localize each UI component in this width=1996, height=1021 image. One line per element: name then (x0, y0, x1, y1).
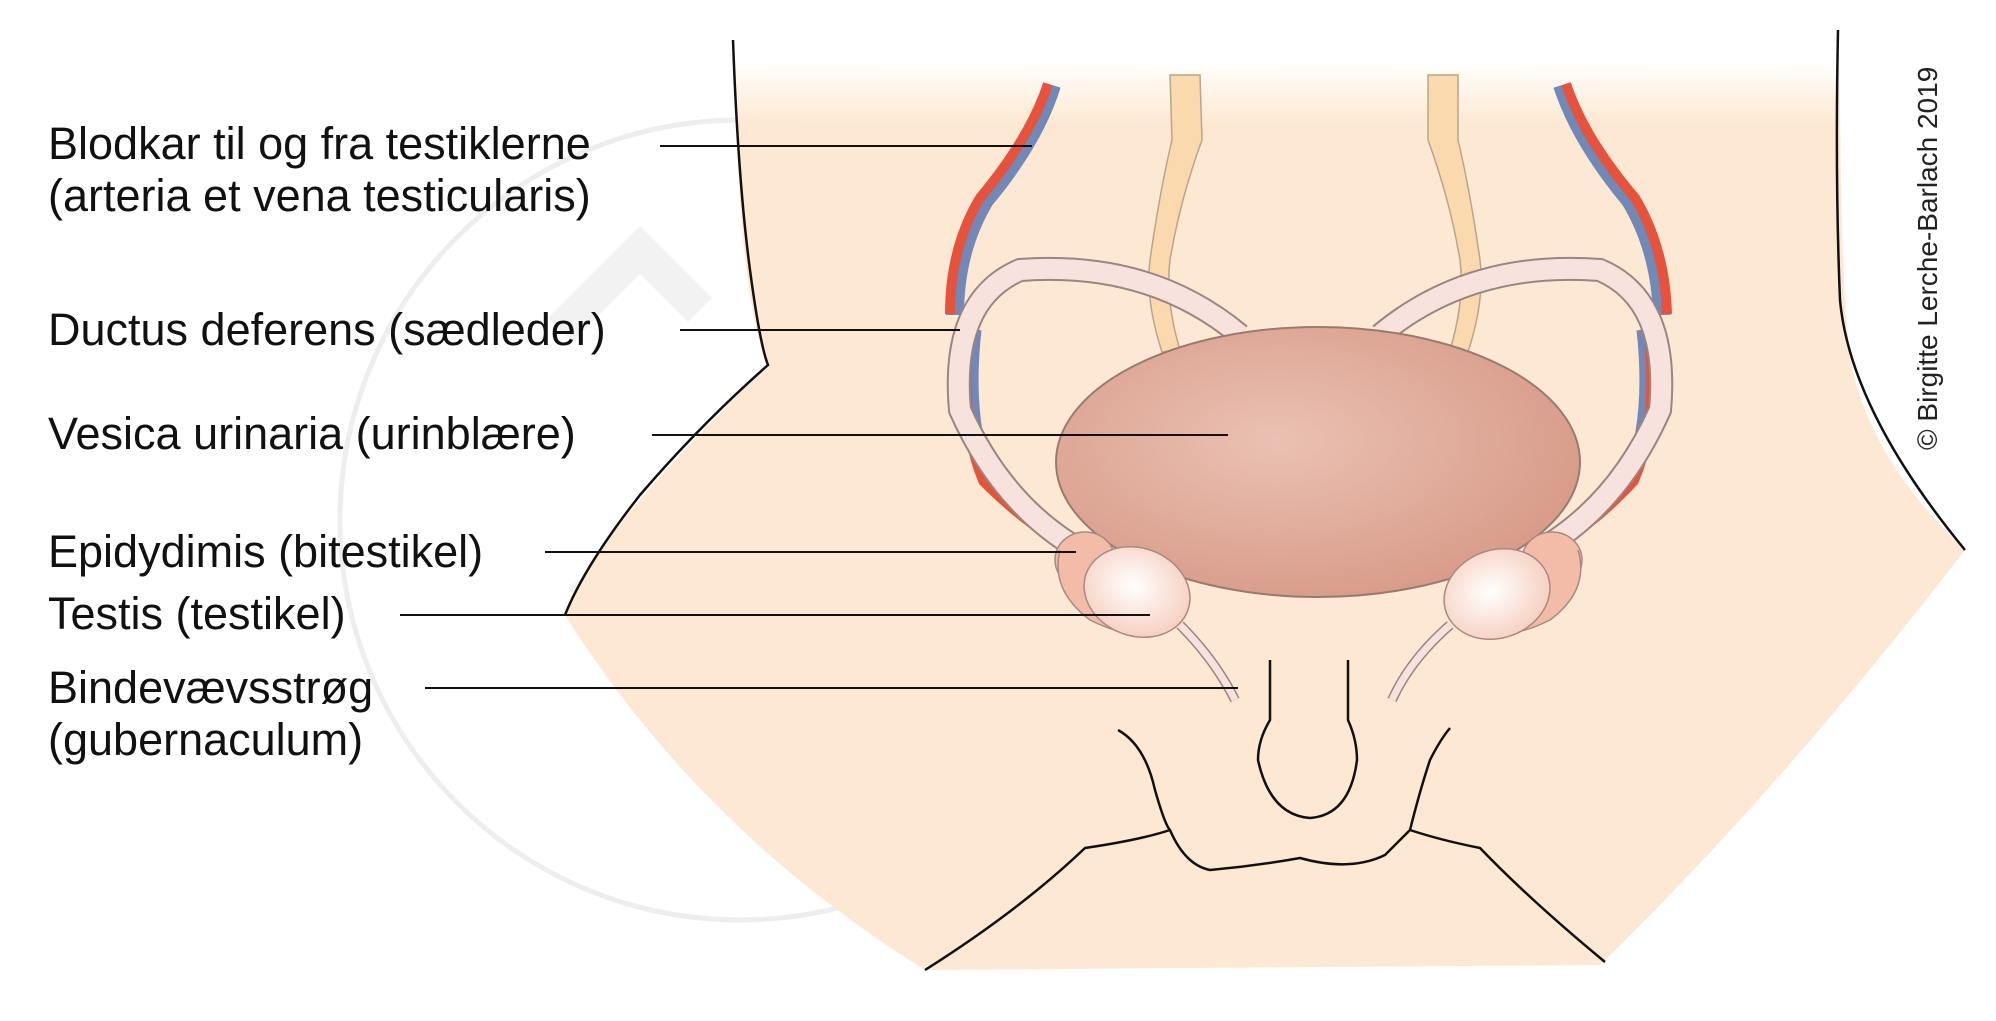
label-testis: Testis (testikel) (48, 588, 346, 639)
gubernaculum (1176, 621, 1454, 703)
label-epididymis: Epidydimis (bitestikel) (48, 526, 484, 577)
label-blood-vessels-line1: Blodkar til og fra testiklerne (48, 118, 591, 169)
label-gubernaculum-line1: Bindevævsstrøg (48, 662, 374, 713)
label-bladder: Vesica urinaria (urinblære) (48, 408, 576, 459)
right-testis-epididymis (1443, 531, 1583, 641)
ductus-deferens (946, 256, 1674, 556)
body-outline (563, 29, 1966, 972)
copyright-notice: © Birgitte Lerche-Barlach 2019 (1912, 67, 1972, 470)
urinary-bladder (1055, 326, 1581, 598)
left-testis-epididymis (1054, 531, 1191, 639)
leader-lines (400, 145, 1238, 689)
label-ductus-deferens: Ductus deferens (sædleder) (48, 304, 606, 355)
label-gubernaculum-line2: (gubernaculum) (48, 714, 364, 765)
label-blood-vessels-line2: (arteria et vena testicularis) (48, 170, 591, 221)
copyright-text: © Birgitte Lerche-Barlach 2019 (1912, 66, 1943, 450)
